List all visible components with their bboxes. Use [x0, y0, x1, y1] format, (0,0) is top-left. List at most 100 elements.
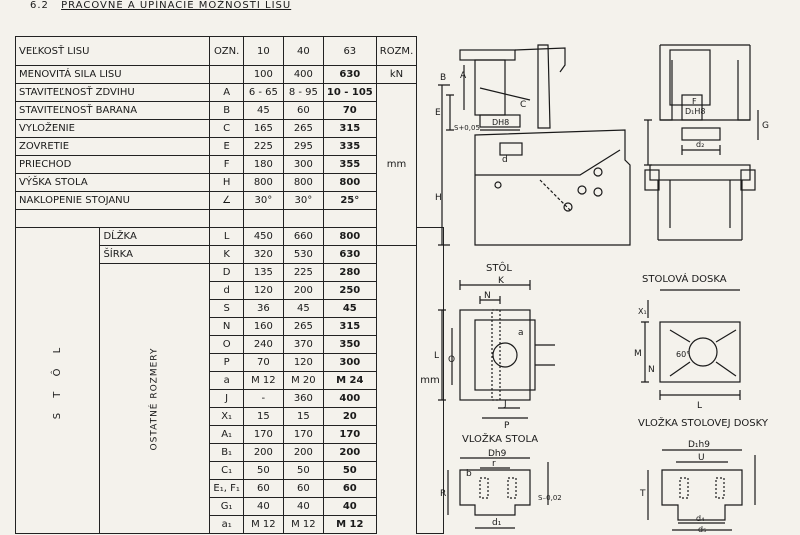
label-U: U	[698, 453, 705, 463]
row-value-10: 100	[242, 65, 284, 84]
ostatne-vertical-text: OSTATNÉ ROZMERY	[149, 347, 160, 451]
row-value-63: 355	[322, 155, 377, 174]
row-symbol: D	[209, 263, 244, 282]
row-value-10: M 12	[242, 371, 284, 390]
row-value-10: 320	[242, 245, 284, 264]
row-value-40: 50	[282, 461, 324, 480]
section-title: PRACOVNÉ A UPÍNACIE MOŽNOSTI LISU	[61, 0, 292, 11]
row-value-40: M 20	[282, 371, 324, 390]
row-value-10: 180	[242, 155, 284, 174]
row-value-10: 160	[242, 317, 284, 336]
row-value-63: M 12	[322, 515, 377, 534]
row-name: ZOVRETIE	[14, 137, 211, 156]
row-value-40: 800	[282, 173, 324, 192]
label-M: M	[634, 349, 642, 359]
label-r: r	[492, 459, 496, 469]
press-front-view	[644, 44, 759, 241]
header-63: 63	[322, 36, 377, 66]
row-value-10: 50	[242, 461, 284, 480]
row-value-63: 630	[322, 245, 377, 264]
row-value-63: 50	[322, 461, 377, 480]
label-O: O	[448, 355, 455, 365]
label-60deg: 60°	[676, 350, 690, 359]
row-value-63: 70	[322, 101, 377, 120]
spacer-cell	[282, 209, 324, 228]
row-symbol: C	[209, 119, 244, 138]
spacer-cell	[242, 209, 284, 228]
unit-kn: kN	[375, 65, 418, 84]
row-value-63: 60	[322, 479, 377, 498]
row-value-63: 40	[322, 497, 377, 516]
row-value-40: 265	[282, 119, 324, 138]
technical-drawings: B A C E H S+0,05 DH8 d D₁H8 F G d₂ STÔL …	[434, 44, 769, 534]
row-value-40: 295	[282, 137, 324, 156]
row-value-40: 300	[282, 155, 324, 174]
header-symbol: OZN.	[209, 36, 244, 66]
stol-vertical-text: S T Ô L	[52, 341, 64, 420]
row-value-63: 20	[322, 407, 377, 426]
spacer-cell	[209, 209, 244, 228]
row-value-40: 120	[282, 353, 324, 372]
label-X1: X₁	[638, 307, 647, 316]
label-d1: d₁	[492, 518, 502, 528]
label-N: N	[484, 291, 491, 301]
label-P: P	[504, 421, 510, 431]
row-value-40: 60	[282, 101, 324, 120]
row-value-63: 200	[322, 443, 377, 462]
label-Dh9: Dh9	[488, 449, 507, 459]
label-D1h9: D₁h9	[688, 440, 710, 450]
label-E: E	[435, 108, 441, 118]
label-d: d	[502, 155, 508, 165]
row-value-40: 530	[282, 245, 324, 264]
header-40: 40	[282, 36, 324, 66]
row-value-63: 10 - 105	[322, 83, 377, 102]
row-symbol: C₁	[209, 461, 244, 480]
ostatne-rozmery-label: OSTATNÉ ROZMERY	[99, 263, 211, 534]
row-value-10: 170	[242, 425, 284, 444]
row-symbol: N	[209, 317, 244, 336]
stolova-doska-drawing	[641, 289, 741, 400]
row-value-10: 240	[242, 335, 284, 354]
row-name: DĹŽKA	[99, 227, 211, 246]
section-number: 6.2	[30, 0, 49, 11]
row-value-40: 8 - 95	[282, 83, 324, 102]
label-C: C	[520, 100, 526, 110]
header-unit: ROZM.	[375, 36, 418, 66]
vlozka-stola-title: VLOŽKA STOLA	[462, 432, 538, 445]
row-symbol: H	[209, 173, 244, 192]
row-value-10: 450	[242, 227, 284, 246]
row-symbol: a₁	[209, 515, 244, 534]
row-symbol: E	[209, 137, 244, 156]
row-name: VYLOŽENIE	[14, 119, 211, 138]
row-value-40: 400	[282, 65, 324, 84]
row-value-63: 315	[322, 317, 377, 336]
vlozka-dosky-drawing	[647, 449, 756, 531]
row-value-40: 660	[282, 227, 324, 246]
label-N2: N	[648, 365, 655, 375]
row-value-10: 40	[242, 497, 284, 516]
unit-mm-lower: mm	[416, 227, 444, 534]
row-symbol: J	[209, 389, 244, 408]
row-value-40: M 12	[282, 515, 324, 534]
row-value-40: 170	[282, 425, 324, 444]
row-symbol: P	[209, 353, 244, 372]
row-value-40: 40	[282, 497, 324, 516]
row-name: STAVITEĽNOSŤ BARANA	[14, 101, 211, 120]
label-H: H	[435, 193, 442, 203]
label-F: F	[692, 97, 697, 106]
vlozka-stola-drawing	[447, 457, 549, 529]
row-value-40: 45	[282, 299, 324, 318]
row-symbol: G₁	[209, 497, 244, 516]
vlozka-dosky-title: VLOŽKA STOLOVEJ DOSKY	[638, 416, 769, 429]
